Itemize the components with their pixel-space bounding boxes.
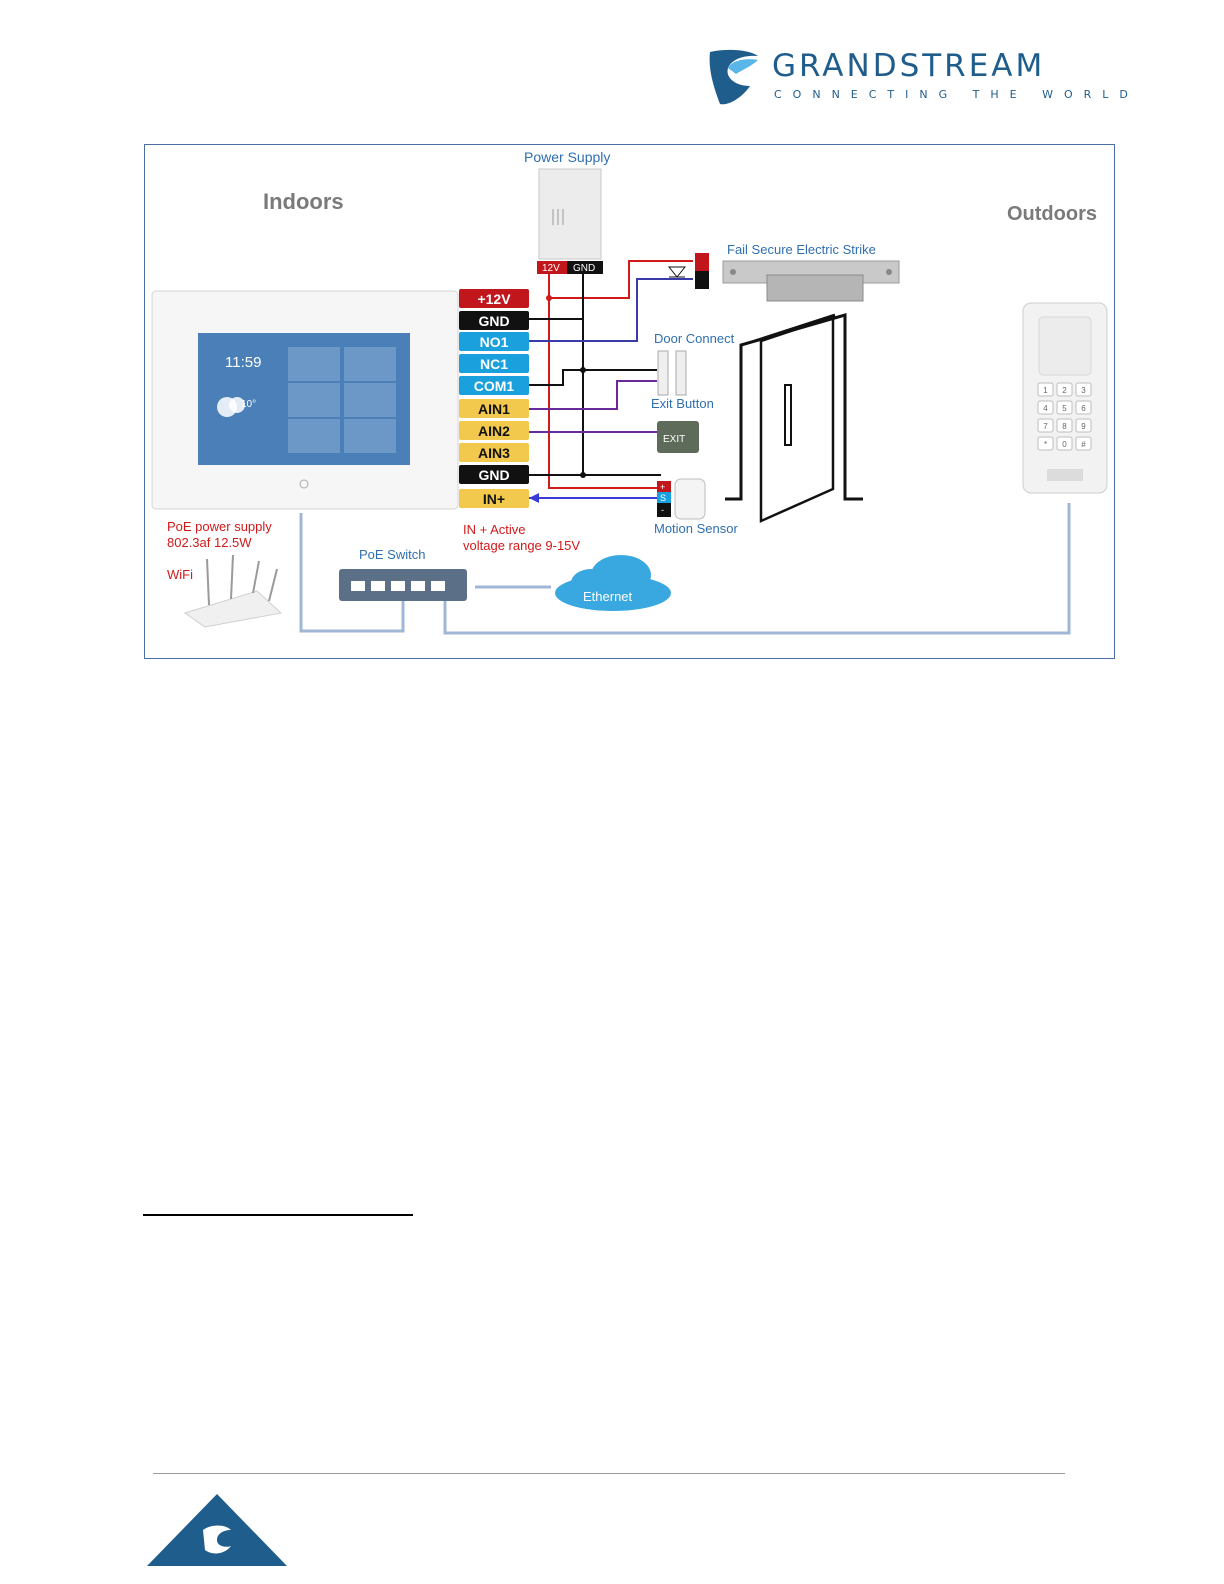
in-active-line2: voltage range 9-15V: [463, 538, 580, 553]
footer-logo: [147, 1494, 287, 1566]
keypad-key-label: *: [1044, 440, 1047, 449]
keypad-key-label: 9: [1081, 422, 1086, 431]
indoors-label: Indoors: [263, 189, 344, 214]
terminal-1-box: [459, 311, 529, 330]
terminal-8-box: [459, 465, 529, 484]
keypad-key-label: 6: [1081, 404, 1086, 413]
brand-tagline: CONNECTING THE WORLD: [774, 88, 1139, 101]
terminal-7-label: AIN3: [478, 445, 510, 461]
poe-supply-line1: PoE power supply: [167, 519, 272, 534]
indoor-monitor: 11:59 10°: [151, 290, 459, 510]
terminal-4-label: COM1: [474, 378, 515, 394]
keypad-key-label: 1: [1043, 386, 1048, 395]
terminal-6-box: [459, 421, 529, 440]
screen-time: 11:59: [225, 354, 261, 371]
footer-separator: [153, 1473, 1065, 1474]
brand-name: GRANDSTREAM: [772, 48, 1046, 84]
ethernet-cloud: Ethernet: [555, 555, 671, 611]
psu-gnd-terminal: GND: [573, 263, 595, 274]
terminal-5-box: [459, 399, 529, 418]
in-active-line1: IN + Active: [463, 522, 526, 537]
keypad-key-label: 7: [1043, 422, 1048, 431]
network-cables: [299, 503, 1071, 635]
wiring-diagram-canvas: Indoors Outdoors Power Supply 12V GND 11…: [151, 149, 1108, 635]
grandstream-swirl-icon: [709, 49, 758, 105]
outdoors-label: Outdoors: [1007, 203, 1097, 225]
exit-button-text: EXIT: [663, 434, 685, 445]
wifi-label: WiFi: [167, 567, 193, 582]
power-supply-unit: 12V GND: [537, 168, 603, 274]
motion-sensor: + S -: [657, 478, 706, 520]
terminal-6-label: AIN2: [478, 423, 510, 439]
ethernet-label: Ethernet: [583, 589, 633, 604]
wiring: [529, 260, 693, 503]
keypad-key-box: [1037, 418, 1054, 433]
motion-plus-terminal: +: [660, 482, 665, 492]
terminal-3-box: [459, 354, 529, 373]
keypad-key-box: [1056, 382, 1073, 397]
door-drawing: [725, 313, 863, 523]
keypad-key-box: [1056, 436, 1073, 451]
terminal-7-box: [459, 443, 529, 462]
power-supply-label: Power Supply: [524, 149, 610, 165]
poe-switch-label: PoE Switch: [359, 547, 425, 562]
keypad-key-label: 0: [1062, 440, 1067, 449]
psu-12v-terminal: 12V: [542, 263, 560, 274]
motion-minus-terminal: -: [661, 505, 664, 515]
motion-sensor-label: Motion Sensor: [654, 521, 738, 536]
poe-supply-line2: 802.3af 12.5W: [167, 535, 252, 550]
header-logo: [706, 46, 1086, 108]
motion-signal-terminal: S: [660, 493, 666, 503]
keypad-key-label: 2: [1062, 386, 1067, 395]
keypad-key-label: 5: [1062, 404, 1067, 413]
terminal-3-label: NC1: [480, 356, 508, 372]
terminal-0-box: [459, 289, 529, 308]
keypad-key-label: #: [1081, 440, 1086, 449]
keypad-key-box: [1075, 400, 1092, 415]
poe-switch: [339, 569, 467, 601]
keypad-key-label: 8: [1062, 422, 1067, 431]
terminal-9-box: [459, 489, 529, 508]
keypad-key-box: [1075, 382, 1092, 397]
terminal-2-label: NO1: [480, 334, 509, 350]
wiring-diagram: Indoors Outdoors Power Supply 12V GND 11…: [144, 144, 1115, 659]
keypad-key-box: [1056, 418, 1073, 433]
terminal-8-label: GND: [478, 467, 509, 483]
exit-button: EXIT: [657, 421, 699, 453]
diode-symbol: [667, 266, 687, 278]
terminal-4-box: [459, 376, 529, 395]
outdoor-door-station: 1 2 3 4 5 6 7 8 9 * 0 #: [1022, 302, 1108, 494]
strike-label: Fail Secure Electric Strike: [727, 242, 876, 257]
strike-positive-terminal: [695, 253, 709, 271]
keypad-key-box: [1037, 382, 1054, 397]
grandstream-triangle-icon: [147, 1494, 287, 1566]
terminal-9-label: IN+: [483, 491, 505, 507]
exit-button-label: Exit Button: [651, 396, 714, 411]
keypad-key-box: [1037, 436, 1054, 451]
electric-strike: [722, 260, 900, 302]
door-connect-label: Door Connect: [654, 331, 735, 346]
terminal-0-label: +12V: [477, 291, 511, 307]
screen-temp: 10°: [241, 399, 256, 410]
door-contact-sensor: [657, 350, 687, 396]
keypad-key-label: 3: [1081, 386, 1086, 395]
keypad-key-box: [1037, 400, 1054, 415]
terminal-1-label: GND: [478, 313, 509, 329]
keypad-key-box: [1075, 436, 1092, 451]
keypad-key-box: [1056, 400, 1073, 415]
keypad-key-label: 4: [1043, 404, 1048, 413]
keypad-key-box: [1075, 418, 1092, 433]
terminal-2-box: [459, 332, 529, 351]
keypad: 1 2 3 4 5 6 7 8 9 * 0 #: [1037, 382, 1092, 451]
footnote-separator: [143, 1214, 413, 1216]
terminal-5-label: AIN1: [478, 401, 510, 417]
wifi-router: [183, 554, 283, 628]
